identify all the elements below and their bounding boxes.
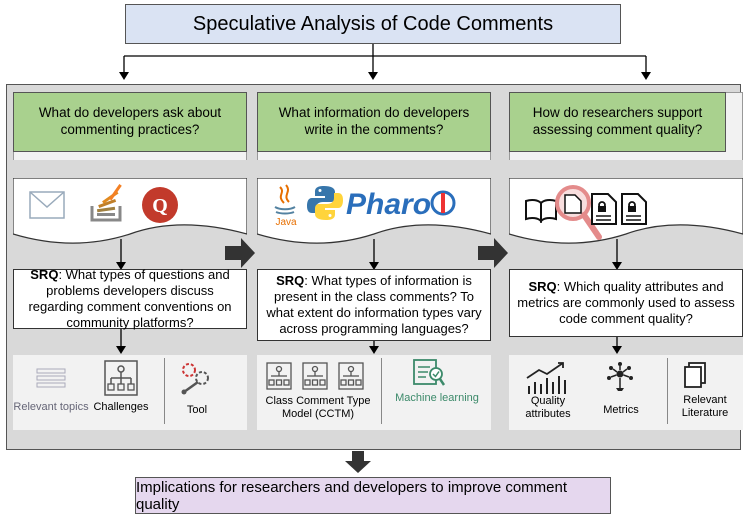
pharo-label: Pharo bbox=[346, 188, 431, 221]
book-icon bbox=[525, 198, 557, 223]
output-machine-learning: Machine learning bbox=[395, 392, 479, 404]
implications-box: Implications for researchers and develop… bbox=[135, 477, 611, 514]
output-quality-attributes: Quality attributes bbox=[525, 395, 571, 421]
output-challenges: Challenges bbox=[93, 401, 149, 413]
output-cctm: Class Comment Type Model (CCTM) bbox=[265, 395, 371, 421]
arrow-down-icon bbox=[345, 451, 371, 473]
output-tool: Tool bbox=[186, 404, 208, 416]
column-2-outputs bbox=[257, 355, 491, 430]
topics-icon bbox=[36, 368, 66, 388]
mail-icon bbox=[29, 191, 65, 219]
magnifier-icon bbox=[555, 185, 602, 240]
output-divider bbox=[164, 358, 165, 424]
document-icon bbox=[621, 193, 647, 225]
java-label: Java bbox=[275, 217, 297, 227]
document-icon bbox=[591, 193, 617, 225]
stackoverflow-icon bbox=[90, 184, 122, 222]
output-metrics: Metrics bbox=[603, 404, 639, 416]
java-icon: Java bbox=[274, 184, 297, 227]
output-divider bbox=[667, 358, 668, 424]
cctm-icon bbox=[266, 362, 364, 390]
srq-box-2: SRQ: What types of information is presen… bbox=[257, 269, 491, 341]
hierarchy-icon bbox=[104, 360, 138, 396]
metrics-icon bbox=[607, 362, 633, 391]
output-divider bbox=[381, 358, 382, 424]
question-1: What do developers ask about commenting … bbox=[13, 92, 247, 152]
column-arrows bbox=[116, 239, 622, 354]
output-relevant-topics: Relevant topics bbox=[13, 401, 89, 413]
main-title: Speculative Analysis of Code Comments bbox=[125, 4, 621, 44]
svg-text:Q: Q bbox=[152, 195, 168, 217]
literature-icon bbox=[684, 362, 706, 388]
srq-box-3: SRQ: Which quality attributes and metric… bbox=[509, 269, 743, 337]
gears-icon bbox=[181, 363, 209, 395]
quality-chart-icon bbox=[526, 362, 566, 394]
output-relevant-literature: Relevant Literature bbox=[681, 394, 729, 420]
pharo-icon: Pharo bbox=[346, 188, 456, 221]
arrow-right-icon bbox=[478, 238, 508, 268]
column-1-outputs bbox=[13, 355, 247, 430]
logo-banner-1 bbox=[13, 178, 247, 244]
machine-learning-icon bbox=[413, 359, 446, 386]
python-icon bbox=[307, 186, 343, 220]
srq-box-1: SRQ: What types of questions and problem… bbox=[13, 267, 247, 330]
question-2: What information do developers write in … bbox=[257, 92, 491, 152]
top-connectors bbox=[119, 44, 651, 80]
arrow-right-icon bbox=[225, 238, 255, 268]
quora-icon: Q bbox=[142, 187, 178, 223]
question-3: How do researchers support assessing com… bbox=[509, 92, 726, 152]
